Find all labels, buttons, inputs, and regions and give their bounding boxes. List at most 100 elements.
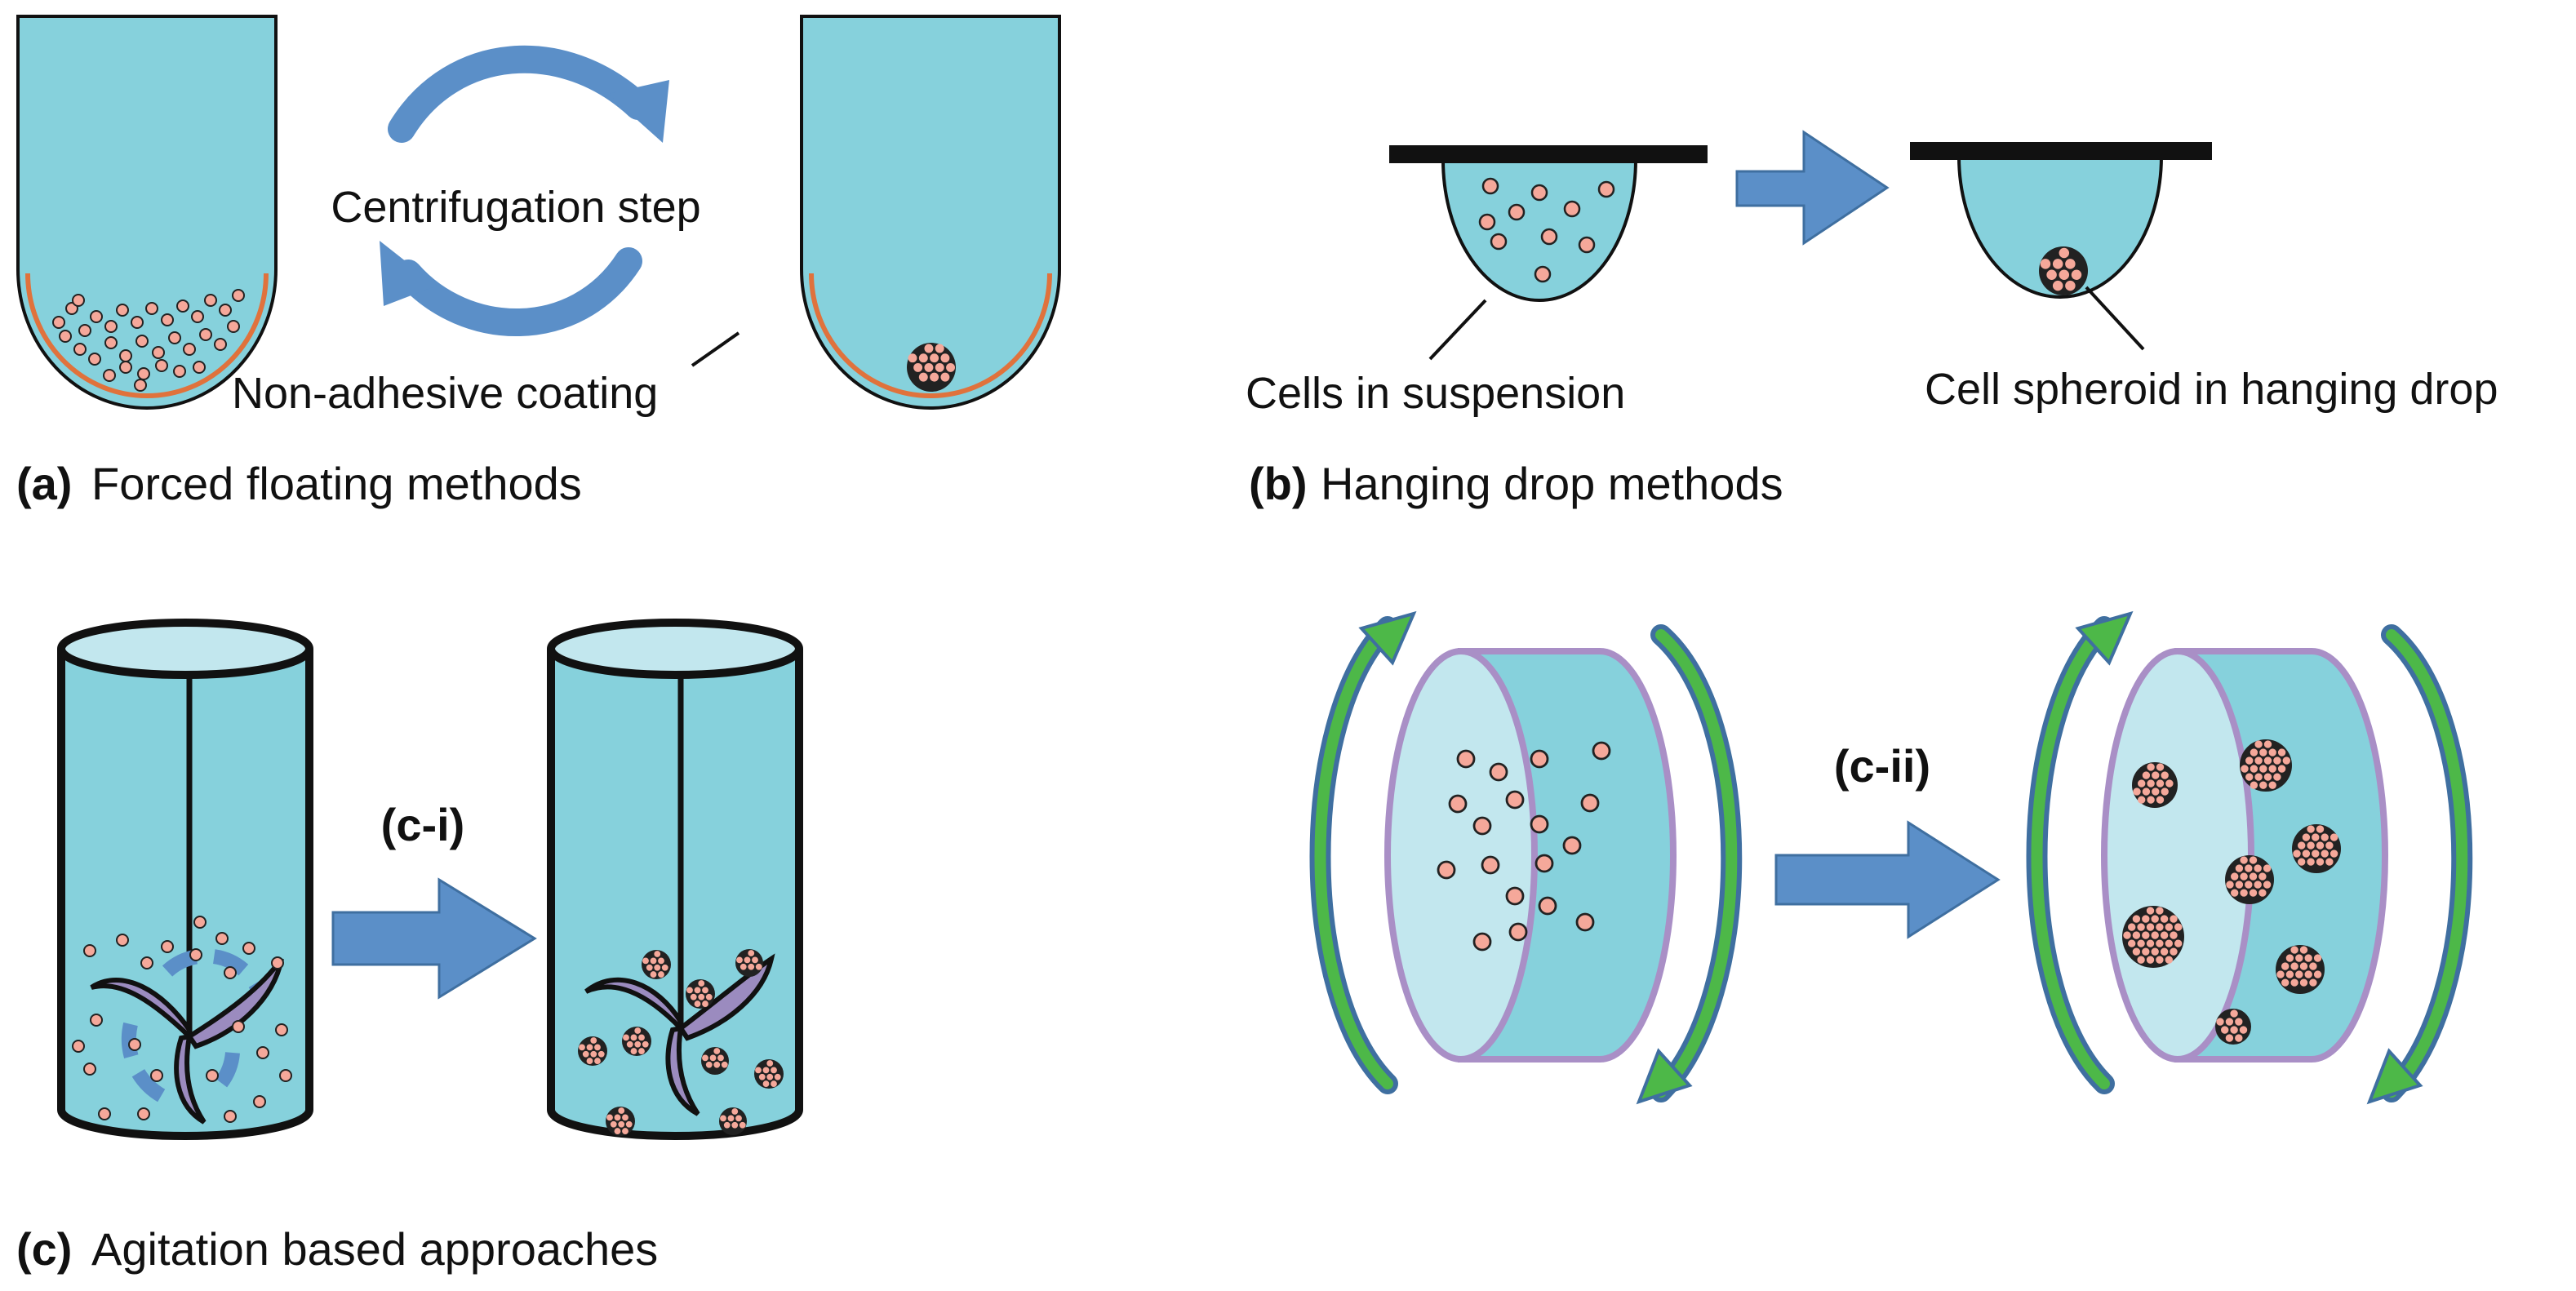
plate-lid-left (1389, 145, 1708, 163)
cell (72, 1040, 85, 1053)
cell-spheroid (606, 1107, 635, 1136)
cell-spheroid (2039, 246, 2088, 295)
cell (1478, 213, 1496, 231)
cell-spheroid (686, 979, 715, 1009)
cells-in-suspension-label: Cells in suspension (1246, 369, 1625, 418)
cell (256, 1046, 269, 1059)
cell (90, 310, 103, 323)
hanging-drop-suspension (1389, 145, 1708, 302)
panel-c-ii: (c-ii) (1309, 610, 2473, 1105)
spheroids (578, 949, 784, 1136)
panel-c-caption: Agitation based approaches (91, 1223, 658, 1275)
cell-spheroid (735, 949, 763, 977)
centrifugation-cycle-arrows (380, 45, 669, 337)
tag-c-i: (c-i) (381, 799, 465, 850)
cell (88, 353, 101, 366)
cell (137, 1107, 150, 1120)
cell (232, 1020, 245, 1033)
panel-c-i: (c-i) (c) Agitation based approaches (16, 619, 803, 1275)
tube-after-centrifugation (800, 15, 1061, 410)
cell (253, 1095, 266, 1108)
cell-spheroid (2292, 824, 2341, 873)
cell (204, 294, 217, 307)
cell (78, 324, 91, 337)
non-adhesive-coating-label: Non-adhesive coating (232, 369, 658, 418)
cell (1597, 180, 1615, 198)
cell (193, 361, 206, 374)
tube-before-centrifugation (16, 15, 278, 410)
cell (183, 343, 196, 356)
cell (168, 331, 181, 344)
cell (242, 942, 255, 955)
cell (275, 1023, 288, 1036)
rotating-vessel-before (1384, 648, 1677, 1063)
cell (1472, 932, 1492, 952)
cell (1538, 896, 1557, 916)
cell-spheroid (2225, 855, 2274, 904)
rotation-arrows-left (1309, 610, 1743, 1105)
panel-b-letter: (b) (1249, 458, 1308, 509)
cell (1489, 762, 1508, 782)
cell (116, 304, 129, 317)
cell (1508, 203, 1526, 221)
cell (1530, 749, 1549, 769)
cell (1481, 177, 1499, 195)
spinner-flask-after (547, 619, 803, 1140)
cell (1530, 814, 1549, 834)
cell (1563, 200, 1581, 218)
rotation-arrow-c-ii (1774, 820, 2001, 939)
tag-c-ii: (c-ii) (1834, 740, 1930, 792)
panel-a-letter: (a) (16, 458, 72, 509)
cell (173, 365, 186, 378)
cell (279, 1069, 292, 1082)
suspended-cells (1437, 741, 1611, 952)
cell (98, 1107, 111, 1120)
cell (152, 346, 165, 359)
cell (1592, 741, 1611, 761)
cell (137, 367, 150, 380)
cell (83, 1063, 96, 1076)
cell (1534, 265, 1552, 283)
cell-spheroid (578, 1036, 607, 1066)
cell (104, 336, 118, 349)
cell-spheroid (2122, 906, 2184, 968)
cell (1534, 854, 1554, 873)
cell-spheroid (754, 1059, 784, 1089)
cell (206, 1069, 219, 1082)
cell-spheroid (907, 343, 956, 392)
cell-spheroid (622, 1027, 651, 1056)
cell (214, 338, 227, 351)
cell-spheroid (719, 1107, 747, 1135)
cell-spheroid (701, 1047, 729, 1075)
cell (199, 328, 212, 341)
cell (1472, 816, 1492, 836)
cell (232, 289, 245, 302)
agitation-arrow-c-i (331, 877, 537, 1000)
cell (72, 294, 85, 307)
cell (176, 299, 189, 313)
cell (116, 934, 129, 947)
cell (1505, 790, 1525, 810)
cell-spheroid (2276, 945, 2325, 994)
cell (90, 1014, 103, 1027)
panel-b-caption: Hanging drop methods (1321, 458, 1783, 509)
spheroid (2039, 246, 2088, 295)
coating-leader-line (691, 331, 740, 367)
cell (1530, 184, 1548, 202)
cell (215, 932, 229, 945)
cell (131, 316, 144, 329)
plate-lid-right (1910, 142, 2212, 160)
panel-a-caption: Forced floating methods (91, 458, 582, 509)
rotation-arrows-right (2026, 610, 2473, 1105)
cell (145, 302, 158, 315)
cell (103, 369, 116, 382)
spheroids (2122, 739, 2341, 1045)
panel-c-letter: (c) (16, 1223, 72, 1275)
cell (1490, 233, 1508, 251)
impeller (584, 953, 775, 1116)
cell (134, 379, 147, 392)
cell (271, 956, 284, 969)
hanging-drop-arrow (1735, 130, 1890, 246)
rotating-vessel-after (2101, 648, 2388, 1063)
